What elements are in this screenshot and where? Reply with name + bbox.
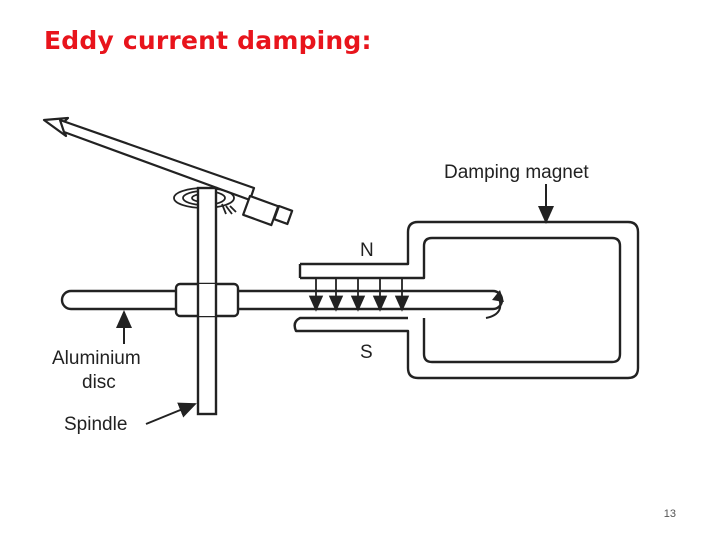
pointer-shaft bbox=[58, 118, 256, 202]
slide-title: Eddy current damping: bbox=[44, 26, 372, 55]
pointer-counterweight bbox=[242, 194, 280, 227]
spindle-label: Spindle bbox=[64, 414, 127, 435]
spindle-leader bbox=[145, 402, 197, 425]
aluminium-disc-label-line2: disc bbox=[82, 372, 116, 393]
pointer bbox=[42, 116, 294, 227]
magnet-outer-outline bbox=[293, 220, 640, 380]
rotation-arrow bbox=[485, 290, 504, 319]
damping-magnet bbox=[293, 220, 640, 380]
pointer-counterweight-tip bbox=[273, 204, 294, 226]
south-pole-label: S bbox=[360, 342, 373, 363]
damping-magnet-label: Damping magnet bbox=[444, 162, 589, 183]
north-pole-label: N bbox=[360, 240, 374, 261]
aluminium-disc-label-line1: Aluminium bbox=[52, 348, 141, 369]
flux-lines bbox=[308, 278, 410, 312]
magnet-inner-outline bbox=[300, 236, 622, 364]
aluminium-disc bbox=[60, 282, 504, 318]
page-number: 13 bbox=[663, 508, 676, 520]
